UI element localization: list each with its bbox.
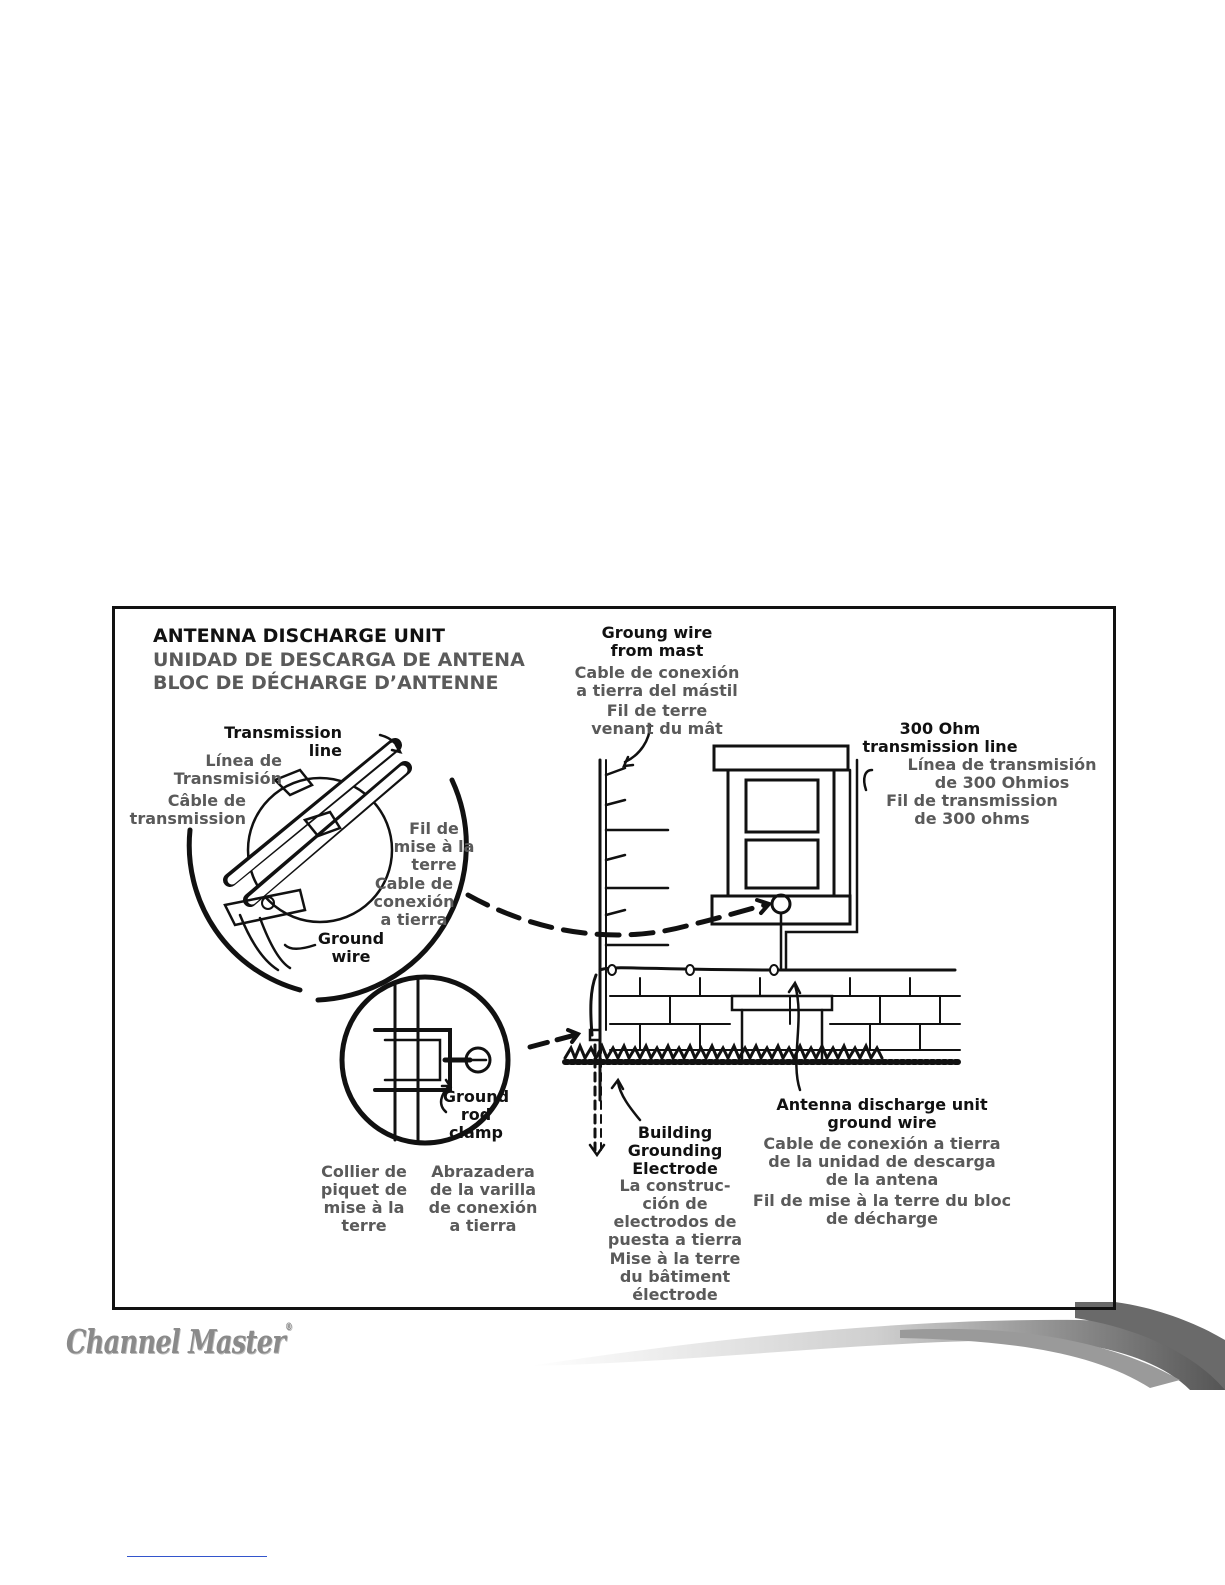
label-text: a tierra del mástil [576,680,738,700]
label-text: mise à la [323,1197,405,1217]
label-300-ohm-es: Línea de transmisión de 300 Ohmios [900,756,1104,792]
label-text: de 300 Ohmios [934,772,1070,792]
label-text: de décharge [825,1208,939,1228]
label-text: Câble de [167,791,246,810]
label-text: clamp [449,1122,503,1142]
label-text: électrode [632,1284,718,1304]
label-ground-rod-clamp-es: Abrazadera de la varilla de conexión a t… [424,1163,542,1235]
label-text: Fil de [409,819,459,838]
label-text: Transmission [224,723,342,742]
channel-master-logo: Channel Master® [66,1322,293,1361]
label-text: Transmisión [173,768,282,788]
label-text: Electrode [632,1158,718,1178]
label-discharge-ground-wire-en: Antenna discharge unit ground wire [760,1096,1004,1132]
label-discharge-ground-wire-fr: Fil de mise à la terre du bloc de déchar… [742,1192,1022,1228]
label-text: du bâtiment [619,1266,731,1286]
label-text: Antenna discharge unit [776,1095,988,1114]
label-text: a tierra [449,1215,517,1235]
label-text: 300 Ohm [899,719,981,738]
discharge-unit-inset [186,733,469,1003]
title-spanish: UNIDAD DE DESCARGA DE ANTENA [153,649,525,671]
label-transmission-line-fr: Câble de transmission [120,792,246,828]
label-text: Grounding [627,1140,723,1160]
brick-foundation [609,977,961,1062]
label-building-electrode-es: La construc- ción de electrodos de puest… [600,1177,750,1249]
label-text: mise à la [393,836,475,856]
label-ground-wire-es: Cable de conexión a tierra [364,875,464,929]
label-ground-from-mast-en: Groung wire from mast [570,624,744,660]
label-transmission-line-en: Transmission line [190,724,342,760]
label-text: wire [331,946,371,966]
label-text: Building [637,1123,713,1142]
label-text: ción de [642,1193,708,1213]
label-300-ohm-en: 300 Ohm transmission line [855,720,1025,756]
label-text: Groung wire [601,623,713,642]
label-text: de la unidad de descarga [768,1151,996,1171]
label-text: from mast [610,640,704,660]
ground-rod-clamp-inset [339,974,511,1146]
label-text: Fil de mise à la terre du bloc [752,1191,1012,1210]
label-text: Cable de [374,874,454,893]
label-text: transmission [129,808,246,828]
label-text: de conexión [428,1197,538,1217]
label-text: line [308,740,342,760]
label-ground-from-mast-es: Cable de conexión a tierra del mástil [555,664,759,700]
title-french: BLOC DE DÉCHARGE D’ANTENNE [153,672,499,694]
label-building-electrode-en: Building Grounding Electrode [616,1124,734,1178]
label-text: terre [411,854,457,874]
label-text: terre [341,1215,387,1235]
label-text: Fil de transmission [886,791,1058,810]
figure-frame [112,606,1116,1310]
label-text: Cable de conexión [574,663,740,682]
title-english: ANTENNA DISCHARGE UNIT [153,625,445,647]
label-ground-wire-en: Ground wire [308,930,394,966]
label-text: rod [460,1104,492,1124]
footer-link-underline [127,1556,267,1557]
window [710,744,874,970]
label-text: transmission line [862,736,1018,756]
label-text: ground wire [827,1112,937,1132]
registered-mark: ® [284,1322,293,1333]
label-text: de 300 ohms [914,808,1030,828]
label-text: Mise à la terre [609,1249,741,1268]
label-text: Abrazadera [431,1162,535,1181]
label-discharge-ground-wire-es: Cable de conexión a tierra de la unidad … [752,1135,1012,1189]
grass [563,1042,884,1062]
label-text: Ground [442,1087,510,1106]
label-text: piquet de [320,1179,408,1199]
label-building-electrode-fr: Mise à la terre du bâtiment électrode [600,1250,750,1304]
label-text: de la varilla [429,1179,537,1199]
label-text: Fil de terre [606,701,708,720]
brand-name: Channel Master [66,1322,286,1361]
label-ground-wire-fr: Fil de mise à la terre [386,820,482,874]
label-text: La construc- [619,1176,731,1195]
label-text: conexión [373,891,455,911]
label-ground-from-mast-fr: Fil de terre venant du mât [572,702,742,738]
label-text: de la antena [825,1169,939,1189]
label-text: Cable de conexión a tierra [763,1134,1001,1153]
label-text: Collier de [321,1162,407,1181]
label-ground-rod-clamp-fr: Collier de piquet de mise à la terre [314,1163,414,1235]
label-text: a tierra [380,909,448,929]
label-text: Línea de transmisión [907,755,1097,774]
label-text: Ground [317,929,385,948]
label-text: Línea de [205,751,282,770]
label-ground-rod-clamp-en: Ground rod clamp [436,1088,516,1142]
label-transmission-line-es: Línea de Transmisión [140,752,282,788]
building-wall [598,723,670,1102]
label-text: venant du mât [591,718,723,738]
label-text: electrodos de [613,1211,737,1231]
label-300-ohm-fr: Fil de transmission de 300 ohms [880,792,1064,828]
label-text: puesta a tierra [607,1229,743,1249]
